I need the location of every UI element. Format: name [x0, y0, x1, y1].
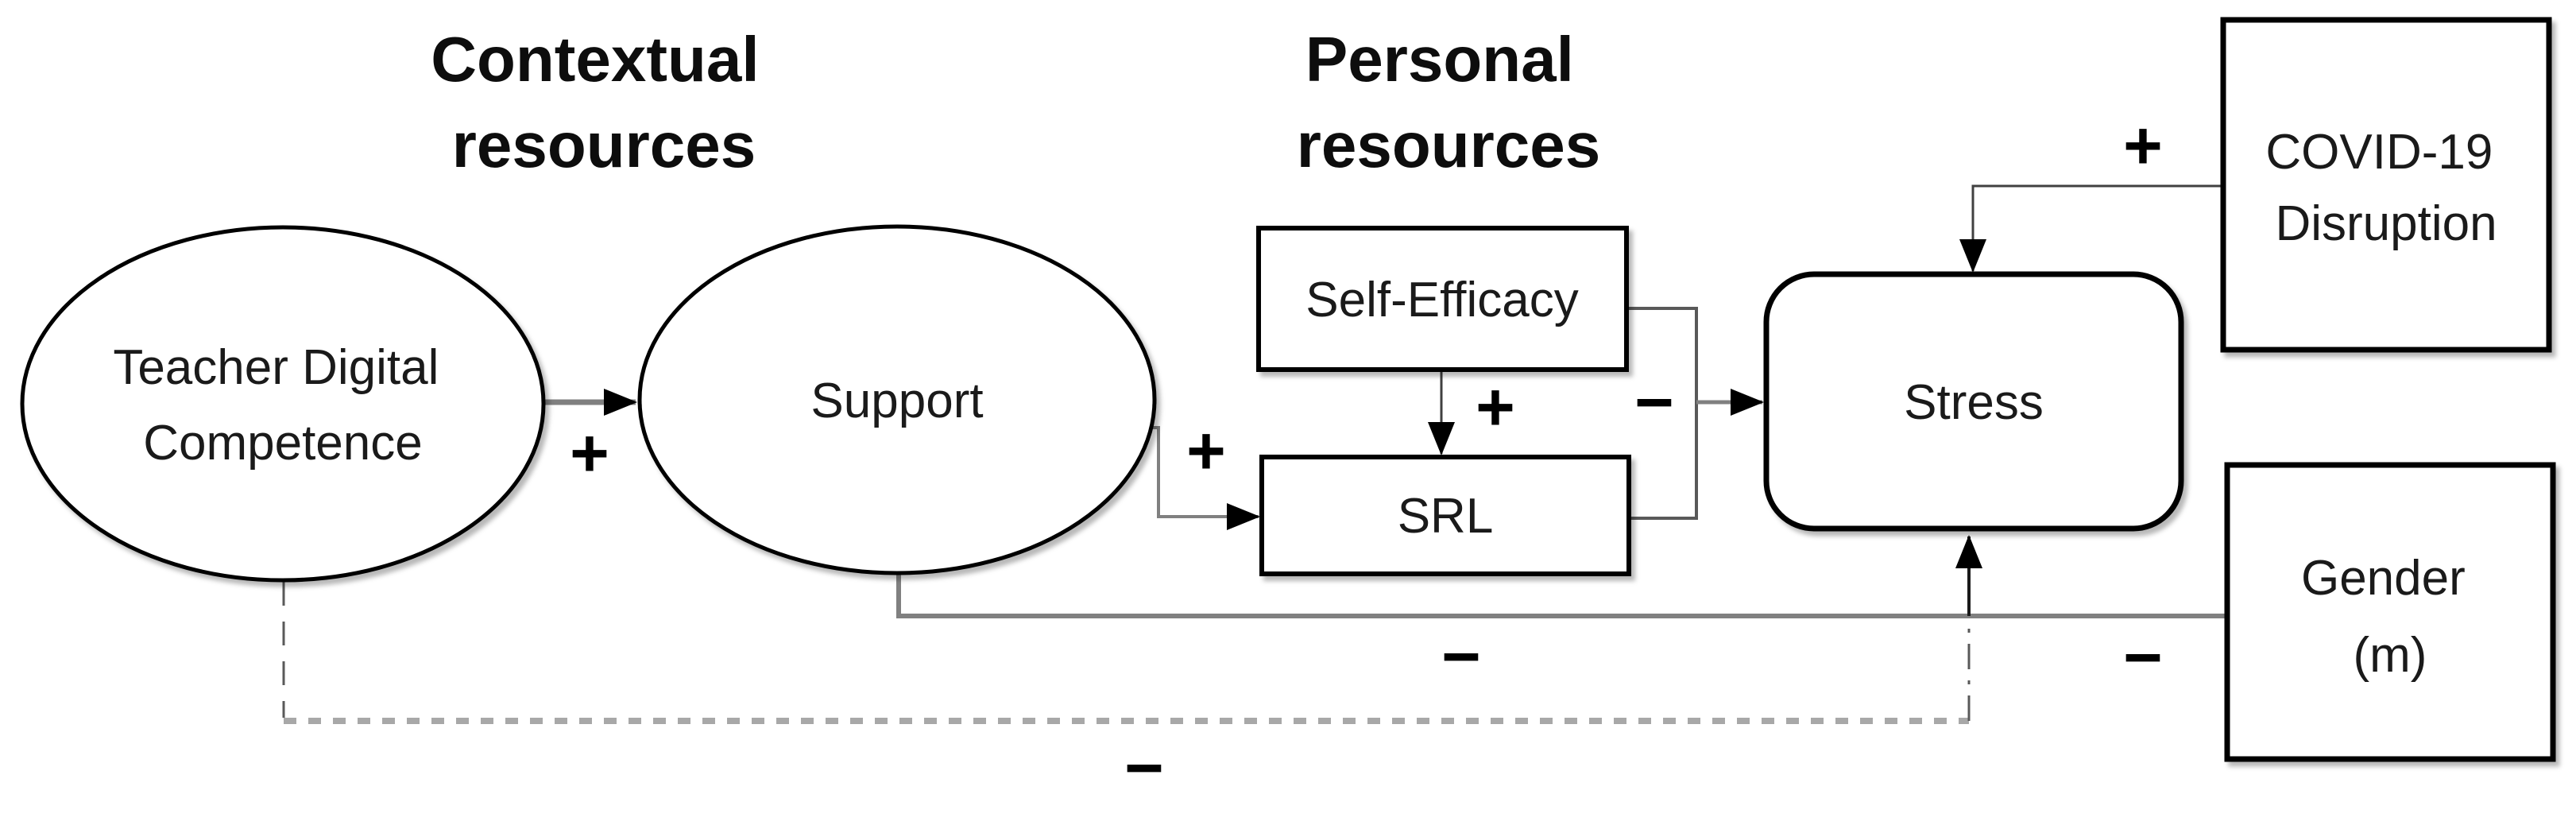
sign-support-srl-plus: + — [1186, 413, 1226, 489]
sign-gender-stress-minus: − — [2123, 620, 2163, 695]
gender-label-line2: (m) — [2354, 628, 2427, 683]
sign-tdc-stress-dashed-minus: − — [1124, 730, 1164, 806]
tdc-label-line2: Competence — [143, 416, 423, 471]
covid-label-line1: COVID-19 — [2265, 125, 2493, 180]
node-support — [637, 224, 1157, 575]
node-self-efficacy — [1256, 226, 1629, 372]
heading-personal-line1: Personal — [1305, 24, 1574, 95]
node-covid-19-disruption — [2220, 17, 2552, 353]
edge-support-gender-bus — [896, 571, 2226, 618]
heading-personal-resources: Personal resources — [1297, 24, 1600, 180]
covid-label-line2: Disruption — [2275, 196, 2497, 251]
node-gender-m-label: Gender (m) — [2301, 551, 2479, 683]
sign-tdc-support-plus: + — [570, 416, 609, 491]
node-covid-19-disruption-label: COVID-19 Disruption — [2265, 125, 2506, 251]
node-teacher-digital-competence-label: Teacher Digital Competence — [113, 340, 452, 471]
heading-contextual-line1: Contextual — [431, 24, 759, 95]
node-self-efficacy-label: Self-Efficacy — [1305, 273, 1578, 327]
node-srl-label: SRL — [1398, 489, 1494, 544]
gender-label-line1: Gender — [2301, 551, 2466, 606]
edge-covid-to-stress — [1959, 184, 2223, 273]
node-stress — [1763, 271, 2184, 532]
node-support-label: Support — [810, 374, 983, 428]
node-gender-m — [2224, 462, 2556, 762]
node-teacher-digital-competence — [20, 225, 546, 583]
sign-selfefficacy-srl-plus: + — [1476, 370, 1515, 445]
heading-personal-line2: resources — [1297, 110, 1600, 180]
sign-covid-stress-plus: + — [2123, 108, 2163, 184]
sign-bracket-stress-minus: − — [1634, 365, 1674, 440]
edge-support-to-srl — [1149, 426, 1260, 530]
sign-support-stress-minus: − — [1441, 619, 1481, 695]
node-stress-label: Stress — [1904, 375, 2044, 430]
heading-contextual-resources: Contextual resources — [431, 24, 777, 180]
node-srl — [1259, 455, 1631, 576]
heading-contextual-line2: resources — [452, 110, 756, 180]
edge-selfefficacy-srl-bracket — [1626, 307, 1698, 520]
tdc-label-line1: Teacher Digital — [113, 340, 439, 395]
